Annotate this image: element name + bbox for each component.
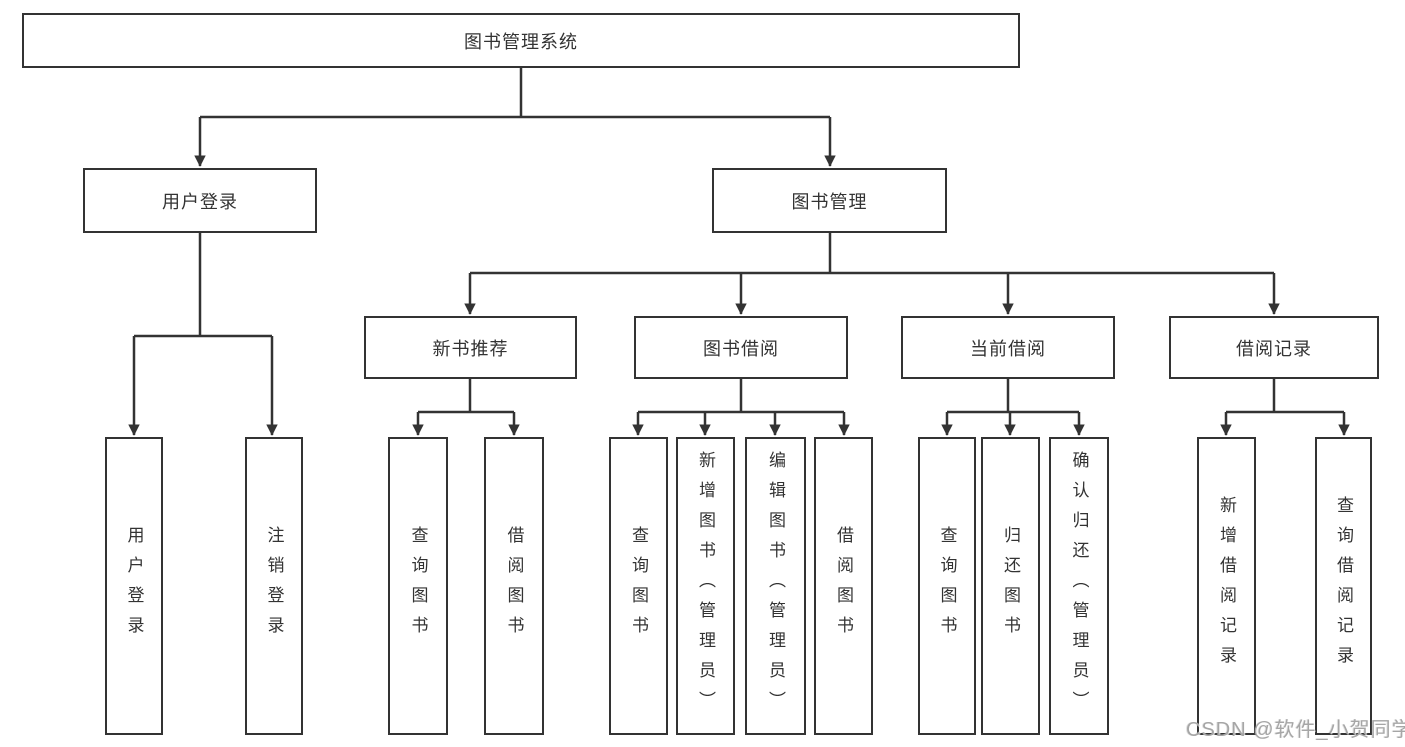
node-library-management-system: 图书管理系统: [22, 13, 1020, 68]
node-label: 查询图书: [408, 526, 428, 646]
node-label: 图书管理: [791, 191, 868, 212]
node-book-management: 图书管理: [712, 168, 947, 233]
node-user-login: 用户登录: [83, 168, 317, 233]
node-label: 当前借阅: [970, 338, 1046, 359]
node-label: 查询图书: [629, 526, 648, 646]
node-label: 查询借阅记录: [1334, 496, 1353, 676]
node-label: 新书推荐: [432, 338, 509, 359]
node-borrowing-records: 借阅记录: [1169, 316, 1379, 379]
node-label: 借阅图书: [504, 526, 524, 646]
leaf-add-borrow-record: 新增借阅记录: [1197, 437, 1256, 735]
leaf-borrow-books-recommend: 借阅图书: [484, 437, 544, 735]
leaf-query-books-recommend: 查询图书: [388, 437, 448, 735]
node-label: 归还图书: [1001, 526, 1020, 646]
leaf-confirm-return-admin: 确认归还（管理员）: [1049, 437, 1109, 735]
node-label: 新增图书（管理员）: [696, 451, 715, 721]
node-label: 图书管理系统: [464, 31, 578, 52]
connector-arrows: [128, 117, 1350, 436]
node-label: 编辑图书（管理员）: [766, 451, 785, 721]
node-label: 查询图书: [937, 526, 957, 646]
node-label: 新增借阅记录: [1217, 496, 1236, 676]
node-label: 借阅图书: [834, 526, 853, 646]
leaf-query-books-current: 查询图书: [918, 437, 976, 735]
node-new-book-recommend: 新书推荐: [364, 316, 577, 379]
node-label: 用户登录: [162, 191, 238, 212]
node-book-borrowing: 图书借阅: [634, 316, 848, 379]
node-label: 借阅记录: [1236, 338, 1312, 359]
leaf-return-books: 归还图书: [981, 437, 1040, 735]
leaf-borrow-books: 借阅图书: [814, 437, 873, 735]
node-label: 注销登录: [264, 526, 284, 646]
connector-trunks: [134, 68, 1344, 414]
csdn-watermark: CSDN @软件_小贺同学: [1186, 719, 1405, 741]
leaf-edit-books-admin: 编辑图书（管理员）: [745, 437, 806, 735]
node-label: 图书借阅: [703, 338, 779, 359]
node-label: 确认归还（管理员）: [1069, 451, 1089, 721]
leaf-add-books-admin: 新增图书（管理员）: [676, 437, 735, 735]
leaf-user-login: 用户登录: [105, 437, 163, 735]
leaf-query-borrow-record: 查询借阅记录: [1315, 437, 1372, 735]
leaf-query-books-borrowing: 查询图书: [609, 437, 668, 735]
leaf-logout: 注销登录: [245, 437, 303, 735]
node-label: 用户登录: [124, 526, 144, 646]
node-current-borrowing: 当前借阅: [901, 316, 1115, 379]
